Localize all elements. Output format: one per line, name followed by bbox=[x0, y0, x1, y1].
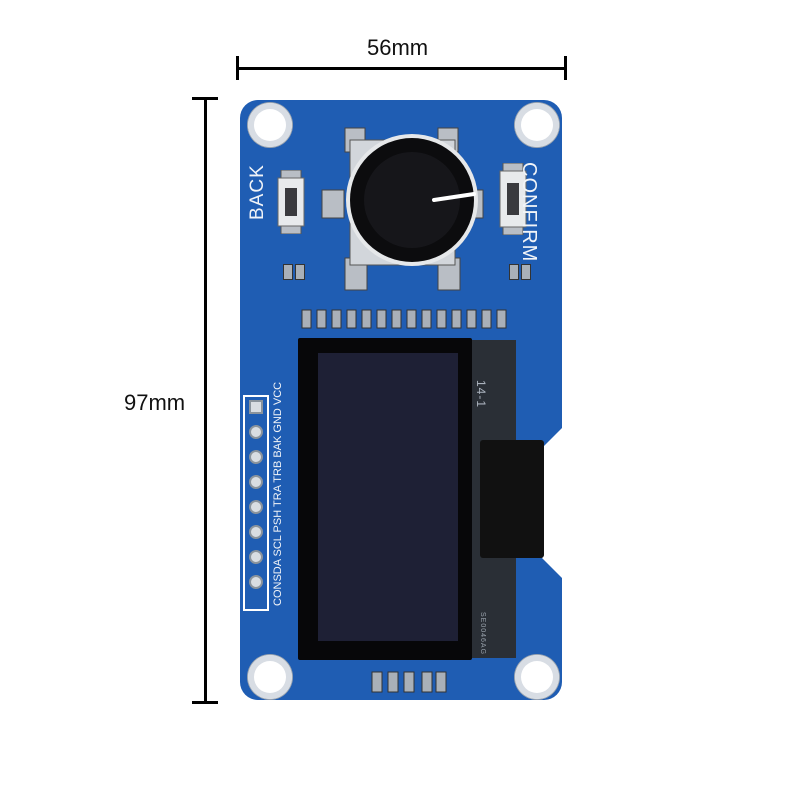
smd-component bbox=[283, 264, 293, 280]
resistor-row bbox=[301, 309, 507, 329]
back-button[interactable] bbox=[276, 169, 306, 235]
fpc-connector bbox=[480, 440, 544, 558]
width-line bbox=[238, 67, 566, 70]
height-line bbox=[204, 98, 207, 704]
oled-screen bbox=[318, 353, 458, 641]
mount-hole-bottom-right bbox=[515, 655, 559, 699]
mount-hole-top-left bbox=[248, 103, 292, 147]
flex-cable-text: 14-1 bbox=[474, 380, 488, 409]
bottom-components bbox=[371, 671, 447, 693]
flex-small-text: SE0046AG bbox=[479, 612, 486, 656]
pin-header bbox=[243, 395, 269, 611]
rotary-knob[interactable] bbox=[342, 130, 482, 270]
smd-component bbox=[521, 264, 531, 280]
back-label: BACK bbox=[247, 164, 268, 220]
height-tick-top bbox=[192, 97, 218, 100]
height-label: 97mm bbox=[124, 390, 186, 415]
smd-component bbox=[509, 264, 519, 280]
mount-hole-bottom-left bbox=[248, 655, 292, 699]
height-tick-bottom bbox=[192, 701, 218, 704]
pin-labels: CONSDA SCL PSH TRA TRB BAK GND VCC bbox=[272, 381, 284, 606]
width-tick-left bbox=[236, 56, 239, 80]
mount-hole-top-right bbox=[515, 103, 559, 147]
width-label: 56mm bbox=[367, 35, 429, 60]
confirm-label: CONFIRM bbox=[518, 162, 540, 263]
board-notch bbox=[542, 428, 570, 578]
width-tick-right bbox=[564, 56, 567, 80]
confirm-button[interactable] bbox=[498, 162, 528, 236]
smd-component bbox=[295, 264, 305, 280]
back-button-body bbox=[277, 169, 305, 235]
